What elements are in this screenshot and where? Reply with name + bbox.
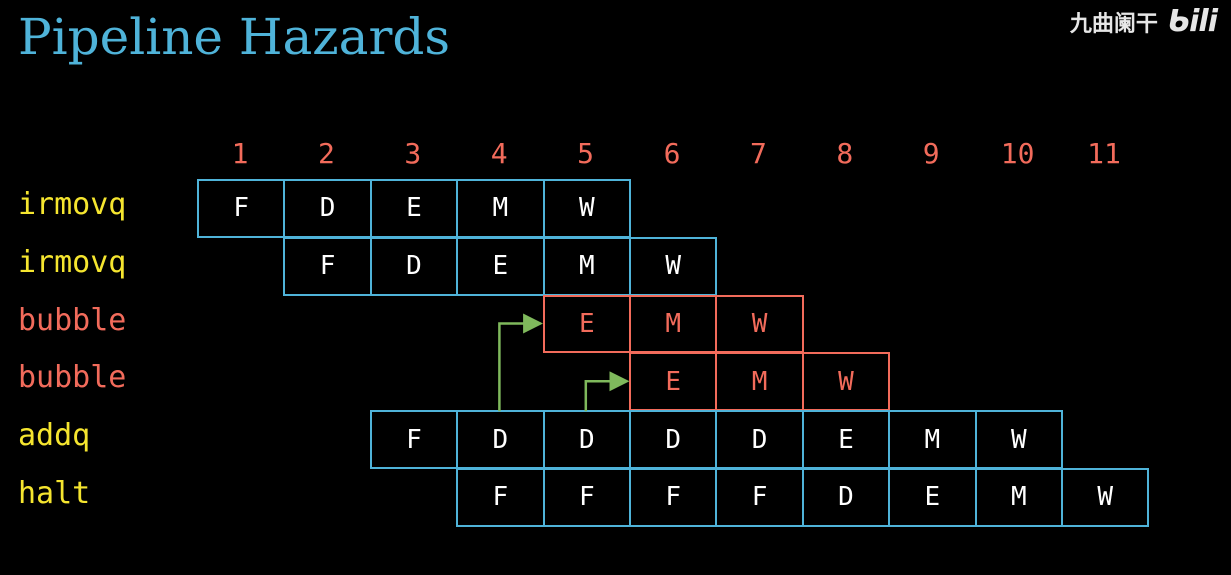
instruction-label: irmovq xyxy=(18,187,127,222)
stage-cell: M xyxy=(974,468,1063,527)
bubble-label: bubble xyxy=(18,302,127,338)
cycle-number: 2 xyxy=(317,137,335,170)
stage-cell: M xyxy=(629,294,718,354)
bilibili-logo-icon: ᑲili xyxy=(1167,4,1218,39)
stage-cell: W xyxy=(542,179,631,238)
cycle-number: 7 xyxy=(749,137,767,170)
cycle-number: 1 xyxy=(231,137,249,170)
stage-cell: D xyxy=(283,179,372,238)
stage-cell: F xyxy=(629,468,718,527)
watermark: 九曲阑干 ᑲili xyxy=(1069,4,1218,39)
forwarding-arrow xyxy=(584,371,630,412)
instruction-label: irmovq xyxy=(18,244,127,280)
bubble-label: bubble xyxy=(18,360,127,396)
stage-cell: W xyxy=(1061,468,1150,527)
instruction-label: halt xyxy=(18,476,91,511)
stage-cell: W xyxy=(715,294,804,354)
cycle-number: 8 xyxy=(836,137,854,170)
stage-cell: F xyxy=(197,179,286,238)
cycle-number: 4 xyxy=(490,137,508,170)
stage-cell: D xyxy=(801,468,891,527)
stage-cell: M xyxy=(888,410,977,469)
cycle-number: 6 xyxy=(663,137,681,170)
watermark-text: 九曲阑干 xyxy=(1069,11,1158,37)
cycle-number: 5 xyxy=(577,137,595,170)
cycle-number: 3 xyxy=(404,137,422,170)
stage-cell: E xyxy=(542,294,631,354)
stage-cell: E xyxy=(888,468,977,527)
instruction-label: addq xyxy=(18,418,91,454)
stage-cell: W xyxy=(629,236,718,296)
cycle-number: 10 xyxy=(1000,137,1035,170)
stage-cell: M xyxy=(542,236,631,296)
stage-cell: W xyxy=(974,410,1063,469)
stage-cell: F xyxy=(542,468,631,527)
stage-cell: E xyxy=(629,352,718,412)
stage-cell: F xyxy=(283,236,372,296)
stage-cell: M xyxy=(456,179,545,238)
cycle-number: 11 xyxy=(1087,137,1121,170)
page-title: Pipeline Hazards xyxy=(18,8,451,66)
stage-cell: D xyxy=(715,410,804,469)
stage-cell: D xyxy=(542,410,631,469)
forwarding-arrow xyxy=(498,313,544,412)
cycle-number: 9 xyxy=(922,137,940,170)
stage-cell: F xyxy=(369,410,459,469)
stage-cell: M xyxy=(715,352,804,412)
